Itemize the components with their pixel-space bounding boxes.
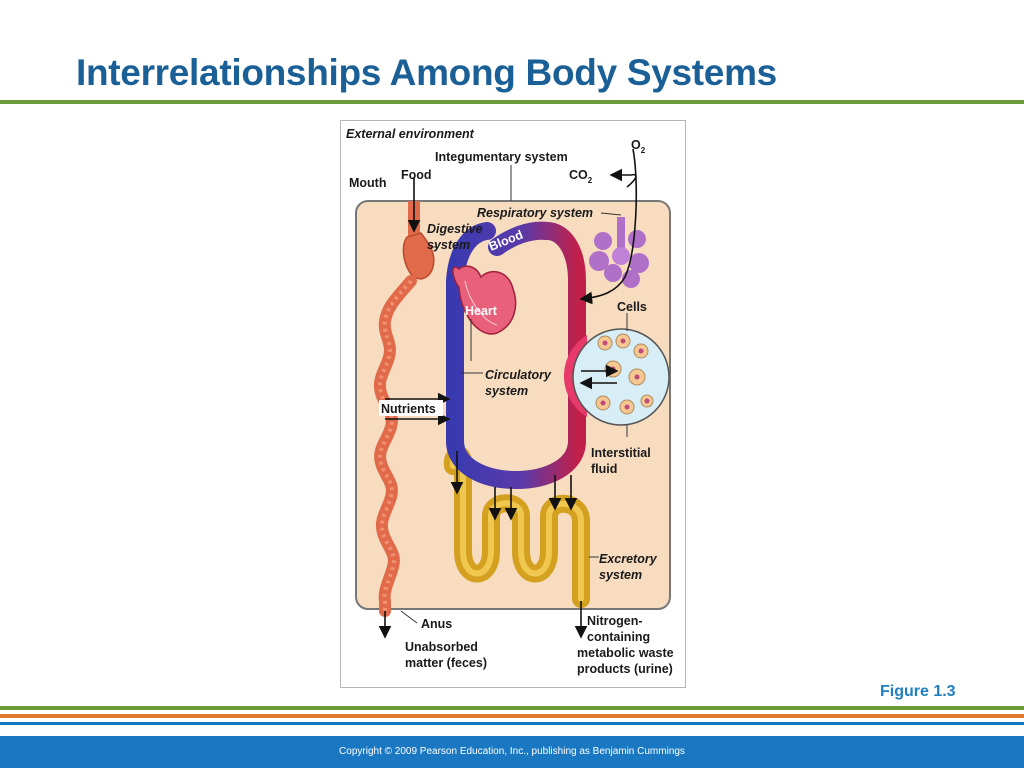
anus-label: Anus xyxy=(421,617,452,631)
label-leaders xyxy=(400,212,628,624)
footer-rule-orange xyxy=(0,714,1024,718)
excretory-system-label-1: Excretory xyxy=(599,552,658,566)
slide-title: Interrelationships Among Body Systems xyxy=(76,52,777,93)
nutrients-label-bg xyxy=(379,400,443,416)
footer-rule-green xyxy=(0,706,1024,710)
heart-shape xyxy=(452,265,517,335)
respiratory-system-label: Respiratory system xyxy=(477,206,593,220)
interstitial-fluid-label-2: fluid xyxy=(591,462,617,476)
figure-frame: External environment Integumentary syste… xyxy=(340,120,686,688)
flow-arrows xyxy=(378,148,638,639)
nitrogen-label-1: Nitrogen- xyxy=(587,614,643,628)
heart-label: Heart xyxy=(465,304,498,318)
figure-number: Figure 1.3 xyxy=(880,683,956,700)
o2-label: O2 xyxy=(631,138,646,155)
title-underline xyxy=(0,100,1024,104)
integumentary-system-label: Integumentary system xyxy=(435,150,568,164)
footer-bar xyxy=(0,736,1024,768)
body-systems-diagram: External environment Integumentary syste… xyxy=(346,127,674,676)
unabsorbed-label-2: matter (feces) xyxy=(405,656,487,670)
food-label: Food xyxy=(401,168,432,182)
copyright-text: Copyright © 2009 Pearson Education, Inc.… xyxy=(339,746,685,757)
mouth-label: Mouth xyxy=(349,176,386,190)
footer-rule-blue xyxy=(0,722,1024,725)
unabsorbed-label-1: Unabsorbed xyxy=(405,640,478,654)
excretory-system-label-2: system xyxy=(599,568,642,582)
co2-label: CO2 xyxy=(569,168,593,185)
nitrogen-label-4: products (urine) xyxy=(577,662,673,676)
nutrients-label: Nutrients xyxy=(381,402,436,416)
cells-interstitial-circle xyxy=(563,328,670,426)
digestive-system-label-2: system xyxy=(427,238,470,252)
digestive-system-label-1: Digestive xyxy=(427,222,483,236)
circulatory-system-label-1: Circulatory xyxy=(485,368,552,382)
external-environment-label: External environment xyxy=(346,127,475,141)
respiratory-system-shape xyxy=(589,217,649,288)
nitrogen-label-3: metabolic waste xyxy=(577,646,674,660)
interstitial-fluid-label-1: Interstitial xyxy=(591,446,651,460)
cells-label: Cells xyxy=(617,300,647,314)
nitrogen-label-2: containing xyxy=(587,630,650,644)
circulatory-system-label-2: system xyxy=(485,384,528,398)
